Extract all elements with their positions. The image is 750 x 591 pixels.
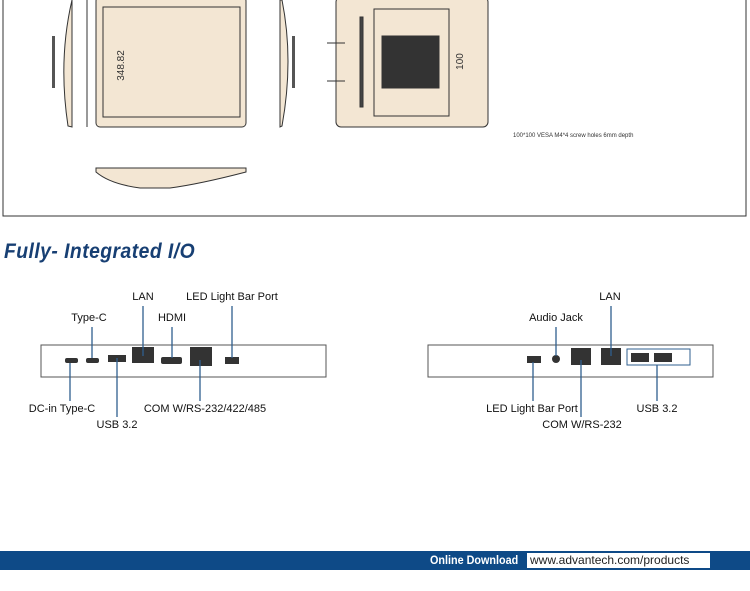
vesa-dimension: 100: [454, 53, 466, 70]
label-dcin: DC-in Type-C: [28, 403, 96, 415]
online-download-label: Online Download: [430, 553, 519, 567]
label-typec: Type-C: [71, 312, 107, 324]
height-dimension: 348.82: [115, 50, 127, 81]
section-title: Fully- Integrated I/O: [4, 240, 196, 263]
io-panel-left: [40, 344, 327, 378]
label-com-right: COM W/RS-232: [542, 419, 622, 431]
label-usb-right: USB 3.2: [636, 403, 678, 415]
bottom-view: [95, 167, 247, 189]
label-led-right: LED Light Bar Port: [486, 403, 578, 415]
label-lan-left: LAN: [132, 291, 154, 303]
leader-lines: [69, 306, 658, 417]
label-usb-left: USB 3.2: [96, 419, 138, 431]
label-hdmi: HDMI: [157, 312, 187, 324]
label-com-left: COM W/RS-232/422/485: [143, 403, 267, 415]
label-led-left: LED Light Bar Port: [186, 291, 278, 303]
label-lan-right: LAN: [599, 291, 621, 303]
side-view-right: [279, 0, 289, 128]
label-audio: Audio Jack: [529, 312, 583, 324]
download-url-link[interactable]: www.advantech.com/products: [527, 553, 710, 568]
vesa-mount: [381, 35, 440, 89]
drawing-frame: [2, 0, 747, 217]
footer-bar: Online Download www.advantech.com/produc…: [0, 551, 750, 570]
vesa-caption: 100*100 VESA M4*4 screw holes 6mm depth: [513, 133, 634, 139]
side-view-left: [63, 0, 73, 128]
